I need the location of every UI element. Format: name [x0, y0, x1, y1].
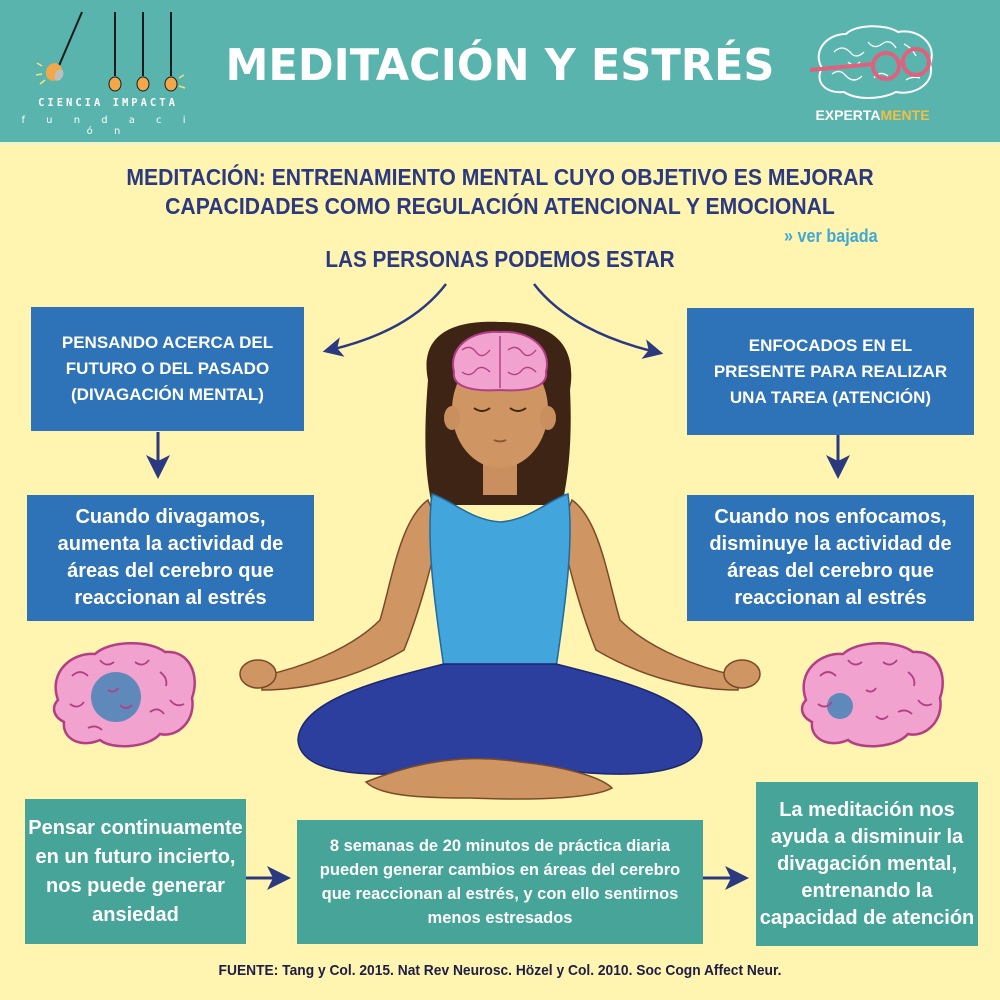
header-divider	[0, 142, 1000, 145]
source-citation: FUENTE: Tang y Col. 2015. Nat Rev Neuros…	[218, 962, 782, 979]
brain-small-active-area-icon	[800, 642, 944, 748]
ciencia-impacta-logo-text: CIENCIA IMPACTA	[38, 97, 178, 109]
arrow-to-left-branch	[322, 283, 447, 357]
ver-bajada-link[interactable]: » ver bajada	[784, 226, 878, 246]
flow-2-line-3: que reaccionan al estrés, y con ello sen…	[321, 885, 679, 903]
right-effect-line-3: áreas del cerebro que	[727, 560, 934, 582]
left-effect-line-1: Cuando divagamos,	[75, 506, 266, 528]
definition-line-2: CAPACIDADES COMO REGULACIÓN ATENCIONAL Y…	[165, 193, 835, 219]
expertamente-part2: MENTE	[880, 107, 930, 123]
left-state-line-3: (DIVAGACIÓN MENTAL)	[71, 385, 264, 404]
header-banner	[0, 0, 1000, 142]
flow-2-line-2: pueden generar cambios en áreas del cere…	[319, 861, 681, 879]
definition-text: MEDITACIÓN: ENTRENAMIENTO MENTAL CUYO OB…	[95, 163, 905, 221]
flow-3-line-4: entrenando la	[801, 879, 933, 902]
right-effect-line-1: Cuando nos enfocamos,	[714, 506, 947, 528]
left-effect-box: Cuando divagamos, aumenta la actividad d…	[27, 495, 314, 621]
arrow-to-right-branch	[533, 283, 664, 359]
flow-1-line-4: ansiedad	[92, 903, 179, 926]
meditating-woman-icon	[239, 321, 761, 800]
left-effect-line-2: aumenta la actividad de	[57, 533, 284, 555]
definition-line-1: MEDITACIÓN: ENTRENAMIENTO MENTAL CUYO OB…	[126, 164, 874, 190]
brain-large-active-area-icon	[52, 642, 196, 748]
right-effect-box: Cuando nos enfocamos, disminuye la activ…	[687, 495, 974, 621]
page-title: MEDITACIÓN Y ESTRÉS	[225, 40, 775, 91]
flow-box-conclusion: La meditación nos ayuda a disminuir la d…	[756, 782, 978, 946]
flow-box-practice: 8 semanas de 20 minutos de práctica diar…	[297, 820, 703, 944]
right-state-line-1: ENFOCADOS EN EL	[748, 335, 913, 355]
flow-3-line-3: divagación mental,	[776, 852, 958, 875]
right-state-box: ENFOCADOS EN EL PRESENTE PARA REALIZAR U…	[687, 308, 974, 435]
expertamente-logo-text: EXPERTAMENTE	[800, 107, 945, 123]
flow-2-line-1: 8 semanas de 20 minutos de práctica diar…	[329, 837, 671, 855]
flow-1-line-3: nos puede generar	[46, 874, 225, 897]
flow-1-line-1: Pensar continuamente	[28, 816, 243, 839]
ciencia-impacta-subtitle: f u n d a c i ó n	[21, 115, 195, 137]
expertamente-part1: EXPERTA	[815, 107, 881, 123]
flow-box-anxiety: Pensar continuamente en un futuro incier…	[25, 799, 246, 944]
right-state-line-3: UNA TAREA (ATENCIÓN)	[729, 387, 932, 407]
hanging-bulbs-icon	[35, 11, 186, 92]
left-effect-line-4: reaccionan al estrés	[74, 587, 267, 609]
flow-1-line-2: en un futuro incierto,	[35, 845, 236, 868]
right-effect-line-2: disminuye la actividad de	[709, 533, 952, 555]
flow-2-line-4: menos estresados	[427, 909, 573, 927]
flow-3-line-5: capacidad de atención	[759, 906, 975, 929]
left-state-line-2: FUTURO O DEL PASADO	[65, 359, 270, 378]
left-effect-line-3: áreas del cerebro que	[67, 560, 274, 582]
right-state-line-2: PRESENTE PARA REALIZAR	[713, 361, 948, 381]
flow-3-line-1: La meditación nos	[779, 798, 955, 821]
branch-heading: LAS PERSONAS PODEMOS ESTAR	[325, 246, 675, 272]
flow-3-line-2: ayuda a disminuir la	[770, 825, 964, 848]
left-state-box: PENSANDO ACERCA DEL FUTURO O DEL PASADO …	[31, 307, 304, 431]
right-effect-line-4: reaccionan al estrés	[734, 587, 927, 609]
left-state-line-1: PENSANDO ACERCA DEL	[61, 333, 274, 352]
brain-with-glasses-icon	[809, 25, 933, 99]
